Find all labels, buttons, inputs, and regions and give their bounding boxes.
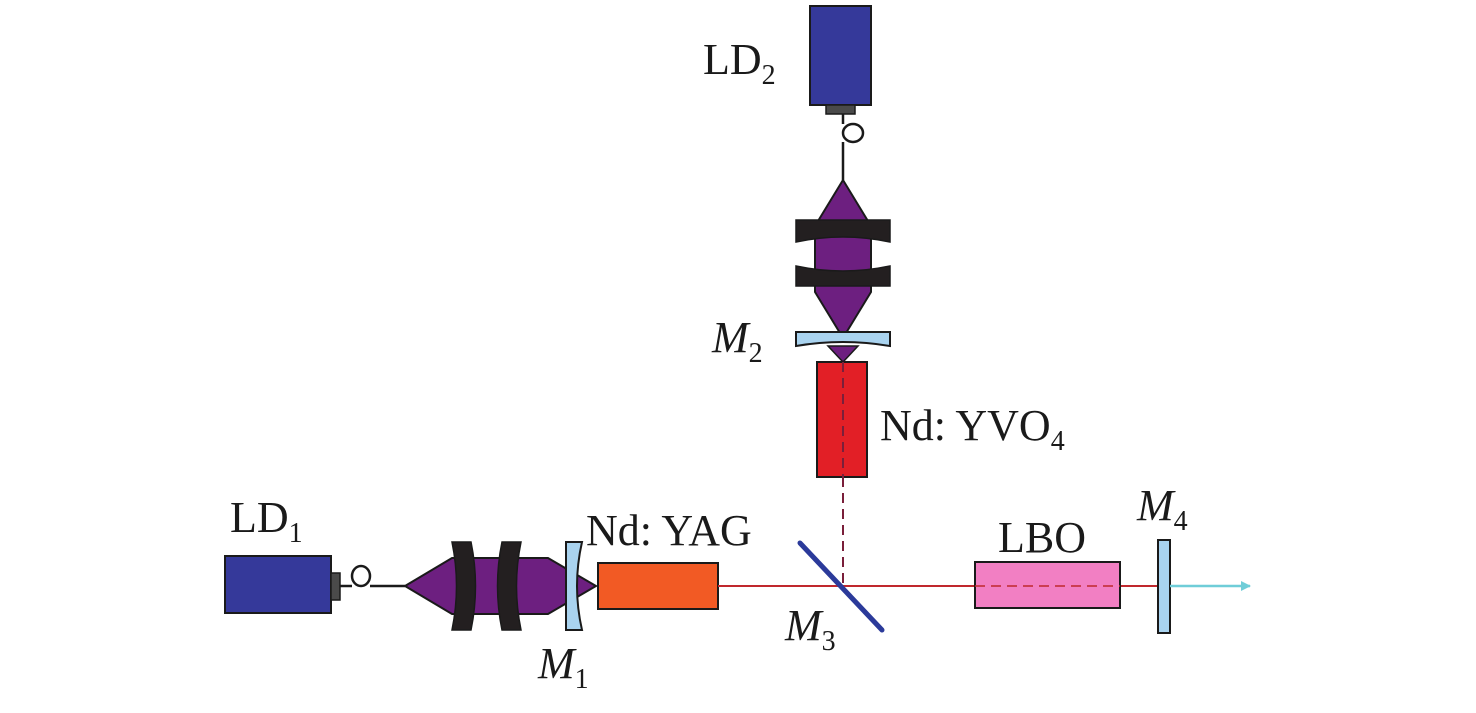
ld2-lens-2	[795, 265, 891, 287]
ld2-fiber-loop	[841, 122, 865, 144]
ld2-coupling-beam	[814, 178, 872, 340]
nd-yag-crystal	[597, 562, 719, 610]
m4-label: M4	[1136, 481, 1188, 537]
nd-yag-label: Nd: YAG	[586, 506, 752, 555]
ld2-label: LD2	[703, 35, 776, 91]
ld1-body	[224, 555, 332, 614]
lbo-crystal	[974, 561, 1121, 609]
ld1-lens-1	[451, 541, 477, 631]
ld2-body	[809, 5, 872, 106]
m2-mirror	[795, 331, 891, 348]
m3-dichroic-mirror	[797, 540, 885, 633]
ld1-connector	[330, 572, 341, 601]
m1-mirror	[565, 541, 584, 631]
ld2-fiber	[841, 114, 865, 180]
ld1-fiber-loop	[350, 564, 372, 588]
ld1-label: LD1	[230, 493, 303, 549]
ld1-laser-diode	[224, 555, 341, 614]
ld1-fiber	[340, 564, 405, 588]
nd-yvo4-label: Nd: YVO4	[880, 401, 1065, 457]
lbo-label: LBO	[998, 513, 1086, 562]
m4-mirror	[1157, 539, 1171, 634]
m1-label: M1	[537, 639, 589, 695]
ld2-laser-diode	[809, 5, 872, 115]
ld2-connector	[825, 104, 856, 115]
ld2-lens-1	[795, 219, 891, 243]
m3-label: M3	[784, 601, 836, 657]
ld1-lens-2	[496, 541, 522, 631]
ld2-focus-beam	[826, 345, 860, 364]
m2-label: M2	[711, 313, 763, 369]
